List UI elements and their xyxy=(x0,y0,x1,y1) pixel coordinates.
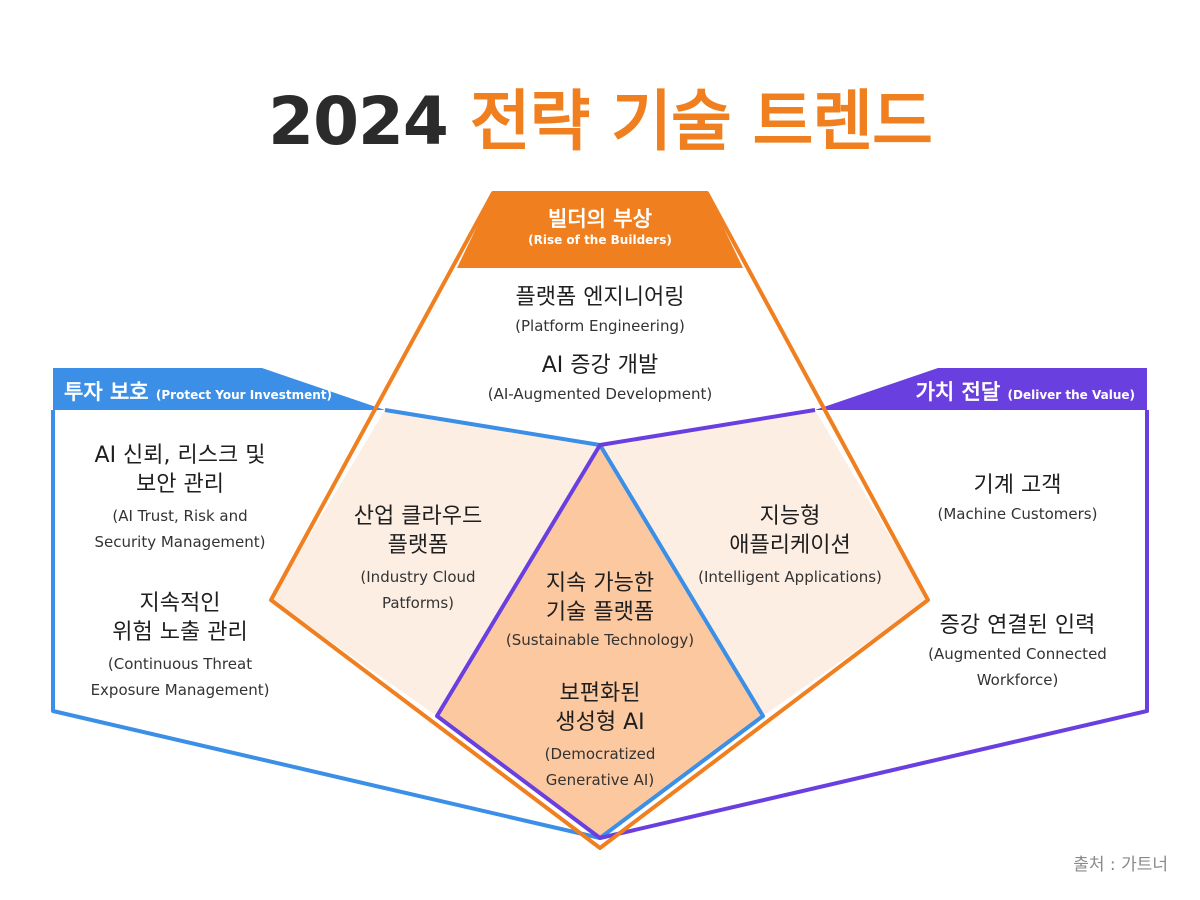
top-group-header: 빌더의 부상 (Rise of the Builders) xyxy=(457,206,743,249)
item-label-ko-1: AI 신뢰, 리스크 및 xyxy=(94,443,266,468)
right-overlap-region xyxy=(600,410,928,716)
item-label-en-2: Patforms) xyxy=(381,594,455,613)
right-item-machine-customers: 기계 고객 (Machine Customers) xyxy=(905,472,1130,527)
item-label-en: (Machine Customers) xyxy=(937,504,1098,523)
left-group-title: 투자 보호 xyxy=(64,380,149,404)
overlap-item-industry-cloud: 산업 클라우드 플랫폼 (Industry Cloud Patforms) xyxy=(318,503,518,617)
item-label-ko: 증강 연결된 인력 xyxy=(939,613,1096,638)
item-label-ko: 플랫폼 엔지니어링 xyxy=(515,285,685,310)
title-year: 2024 xyxy=(268,83,449,160)
right-group-subtitle: (Deliver the Value) xyxy=(1007,388,1135,402)
item-label-en-2: Generative AI) xyxy=(545,771,655,790)
item-label-ko: 기계 고객 xyxy=(973,473,1062,498)
left-overlap-region xyxy=(271,410,600,716)
title-text: 전략 기술 트렌드 xyxy=(469,83,933,160)
top-item-ai-augmented-development: AI 증강 개발 (AI-Augmented Development) xyxy=(430,352,770,407)
top-header-bar xyxy=(457,193,743,268)
top-group-outline xyxy=(269,191,930,850)
left-item-ctem: 지속적인 위험 노출 관리 (Continuous Threat Exposur… xyxy=(60,590,300,704)
item-label-ko-2: 플랫폼 xyxy=(387,532,449,558)
page-title: 2024 전략 기술 트렌드 xyxy=(0,68,1200,164)
item-label-en-2: Security Management) xyxy=(94,533,266,552)
left-group-subtitle: (Protect Your Investment) xyxy=(155,388,332,402)
item-label-en: (AI-Augmented Development) xyxy=(487,384,713,403)
item-label-ko-2: 애플리케이션 xyxy=(729,532,851,558)
item-label-ko-1: 보편화된 xyxy=(559,681,641,706)
item-label-ko: AI 증강 개발 xyxy=(541,353,659,378)
item-label-ko-2: 기술 플랫폼 xyxy=(545,599,655,625)
item-label-ko-2: 보안 관리 xyxy=(136,471,224,497)
center-item-sustainable-tech: 지속 가능한 기술 플랫폼 (Sustainable Technology) xyxy=(490,570,710,653)
item-label-en-1: (AI Trust, Risk and xyxy=(112,507,248,526)
left-item-ai-trism: AI 신뢰, 리스크 및 보안 관리 (AI Trust, Risk and S… xyxy=(60,442,300,556)
left-group-outline xyxy=(51,408,765,840)
item-label-en-1: (Industry Cloud xyxy=(360,568,476,587)
item-label-en-2: Exposure Management) xyxy=(90,681,270,700)
item-label-ko-1: 지속 가능한 xyxy=(545,571,655,596)
item-label-ko-1: 지능형 xyxy=(759,504,821,529)
right-header-bar xyxy=(815,368,1147,410)
center-triangle xyxy=(437,445,763,838)
right-group-title: 가치 전달 xyxy=(915,380,1001,404)
center-item-democratized-genai: 보편화된 생성형 AI (Democratized Generative AI) xyxy=(490,680,710,794)
item-label-en: (Platform Engineering) xyxy=(515,316,685,335)
item-label-en-1: (Continuous Threat xyxy=(107,655,253,674)
top-item-platform-engineering: 플랫폼 엔지니어링 (Platform Engineering) xyxy=(430,284,770,339)
item-label-ko-1: 지속적인 xyxy=(139,591,221,616)
item-label-en: (Intelligent Applications) xyxy=(698,568,882,587)
left-group-header: 투자 보호 (Protect Your Investment) xyxy=(64,376,332,406)
item-label-ko-2: 생성형 AI xyxy=(555,709,645,735)
item-label-ko-1: 산업 클라우드 xyxy=(353,504,483,529)
item-label-en-1: (Augmented Connected xyxy=(928,644,1107,663)
item-label-ko-2: 위험 노출 관리 xyxy=(112,619,248,645)
overlap-item-intelligent-apps: 지능형 애플리케이션 (Intelligent Applications) xyxy=(675,503,905,590)
source-note: 출처 : 가트너 xyxy=(1073,855,1168,875)
item-label-en-1: (Democratized xyxy=(544,745,656,764)
item-label-en: (Sustainable Technology) xyxy=(505,631,695,650)
item-label-en-2: Workforce) xyxy=(976,670,1059,689)
right-item-augmented-workforce: 증강 연결된 인력 (Augmented Connected Workforce… xyxy=(905,612,1130,693)
top-group-title: 빌더의 부상 xyxy=(548,207,652,231)
left-header-bar xyxy=(53,368,385,410)
top-group-subtitle: (Rise of the Builders) xyxy=(528,233,672,248)
right-group-header: 가치 전달 (Deliver the Value) xyxy=(916,376,1135,406)
right-group-outline xyxy=(435,408,1149,840)
